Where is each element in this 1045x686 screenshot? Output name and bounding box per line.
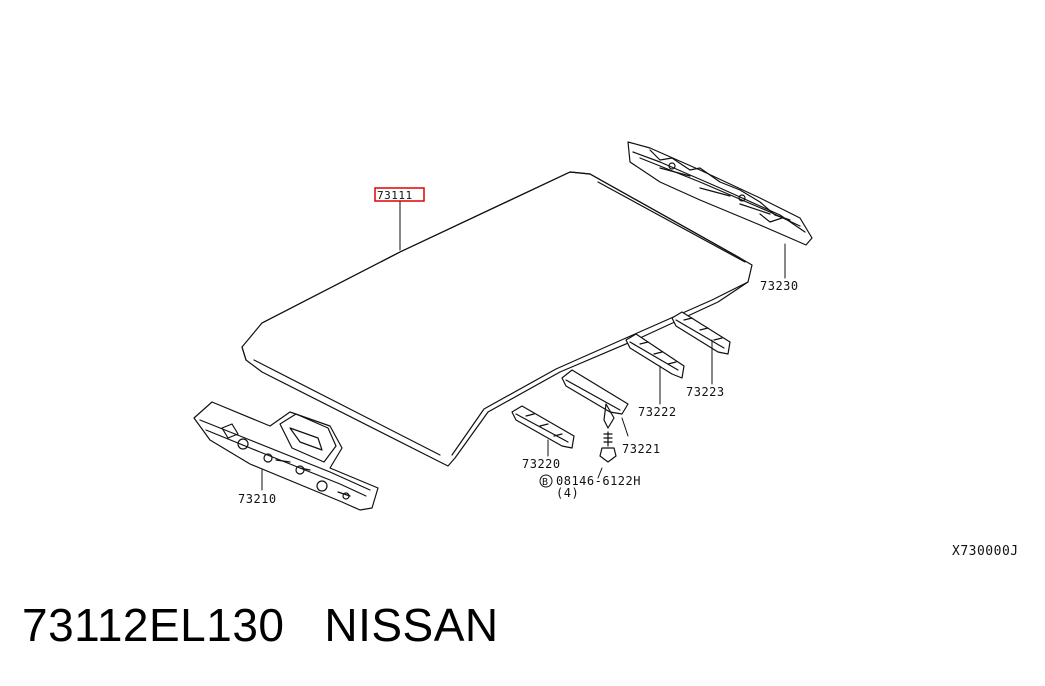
roof-bow-73223[interactable] <box>671 311 731 355</box>
roof-bow-73222[interactable] <box>625 333 685 379</box>
label-73222[interactable]: 73222 <box>638 405 677 419</box>
label-bolt-qty: (4) <box>556 486 579 500</box>
brand-name: NISSAN <box>324 599 499 651</box>
bolt-08146-6122h[interactable] <box>599 431 617 463</box>
label-08146-6122h: 08146-6122H <box>556 474 641 488</box>
roof-bow-73221[interactable] <box>561 369 629 429</box>
roof-panel[interactable] <box>241 171 753 467</box>
label-73210[interactable]: 73210 <box>238 492 277 506</box>
label-73230[interactable]: 73230 <box>760 279 799 293</box>
rear-roof-bow[interactable] <box>511 405 575 449</box>
front-roof-rail[interactable] <box>627 141 813 246</box>
label-73111[interactable]: 73111 <box>377 189 413 202</box>
leader-lines <box>261 200 786 491</box>
bolt-callout[interactable]: B 08146-6122H (4) <box>539 474 641 500</box>
label-73220[interactable]: 73220 <box>522 457 561 471</box>
highlight-box <box>374 187 425 202</box>
label-73221[interactable]: 73221 <box>622 442 661 456</box>
label-73223[interactable]: 73223 <box>686 385 725 399</box>
drawing-code: X730000J <box>952 544 1019 559</box>
rear-roof-rail[interactable] <box>193 401 379 511</box>
caption: 73112EL130 NISSAN <box>22 598 499 652</box>
bolt-marker: B <box>542 477 549 488</box>
part-number: 73112EL130 <box>22 599 285 651</box>
